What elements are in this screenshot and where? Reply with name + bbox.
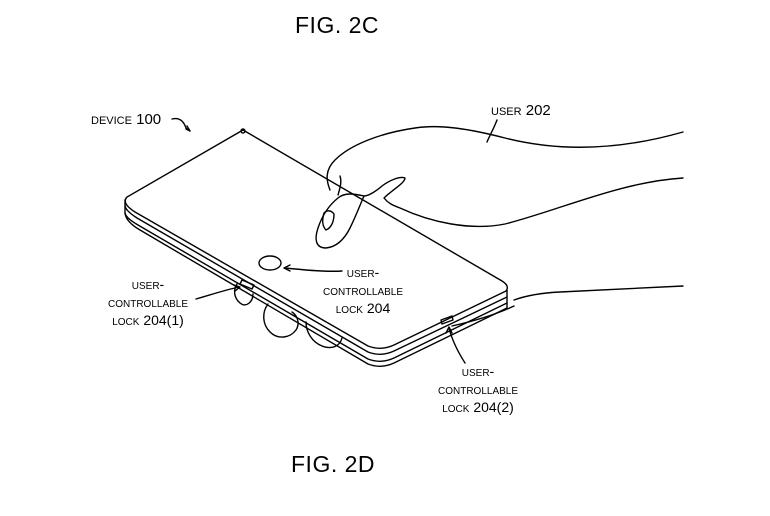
label-line: LOCK 204(2) bbox=[442, 399, 514, 415]
leader-lock-left bbox=[195, 286, 240, 300]
device-edge-3 bbox=[124, 212, 508, 367]
label-line: USER- bbox=[346, 264, 380, 280]
user-index-finger bbox=[315, 193, 365, 249]
label-device-100: DEVICE 100 bbox=[91, 111, 162, 128]
user-fingernail bbox=[321, 210, 335, 231]
label-lock-204-1: USER- CONTROLLABLE LOCK 204(1) bbox=[98, 275, 198, 329]
label-line: USER- bbox=[131, 276, 165, 292]
lock-204-1-icon bbox=[239, 279, 255, 290]
label-lock-204-2: USER- CONTROLLABLE LOCK 204(2) bbox=[428, 362, 528, 416]
device-corner-dot bbox=[240, 128, 246, 134]
label-line: LOCK 204 bbox=[335, 300, 391, 316]
device-edge-1 bbox=[124, 199, 508, 355]
lower-hand-thumb bbox=[233, 283, 254, 306]
label-line: CONTROLLABLE bbox=[322, 282, 404, 298]
user-arm-bottom bbox=[363, 176, 684, 228]
leader-lock-center bbox=[284, 267, 343, 272]
lock-204-2-icon bbox=[440, 315, 454, 325]
leader-user bbox=[486, 119, 498, 143]
lower-hand-wrist bbox=[451, 305, 515, 327]
user-knuckle bbox=[337, 175, 342, 196]
figure-caption-bottom: FIG. 2D bbox=[291, 451, 376, 477]
figure-caption-top: FIG. 2C bbox=[295, 12, 380, 38]
label-line: CONTROLLABLE bbox=[107, 294, 189, 310]
label-line: CONTROLLABLE bbox=[437, 381, 519, 397]
label-line: USER- bbox=[461, 363, 495, 379]
leader-lock-right bbox=[448, 327, 466, 364]
label-user-202: USER 202 bbox=[491, 102, 551, 119]
user-arm-top bbox=[326, 125, 684, 191]
label-lock-204: USER- CONTROLLABLE LOCK 204 bbox=[312, 263, 414, 317]
lock-204-icon bbox=[258, 255, 282, 271]
label-line: LOCK 204(1) bbox=[112, 312, 184, 328]
lower-hand-finger-2 bbox=[305, 321, 343, 349]
lower-hand-finger-1 bbox=[263, 303, 299, 338]
lower-hand-arm bbox=[513, 285, 684, 301]
device-top-face bbox=[124, 129, 509, 349]
leader-device bbox=[171, 117, 191, 132]
